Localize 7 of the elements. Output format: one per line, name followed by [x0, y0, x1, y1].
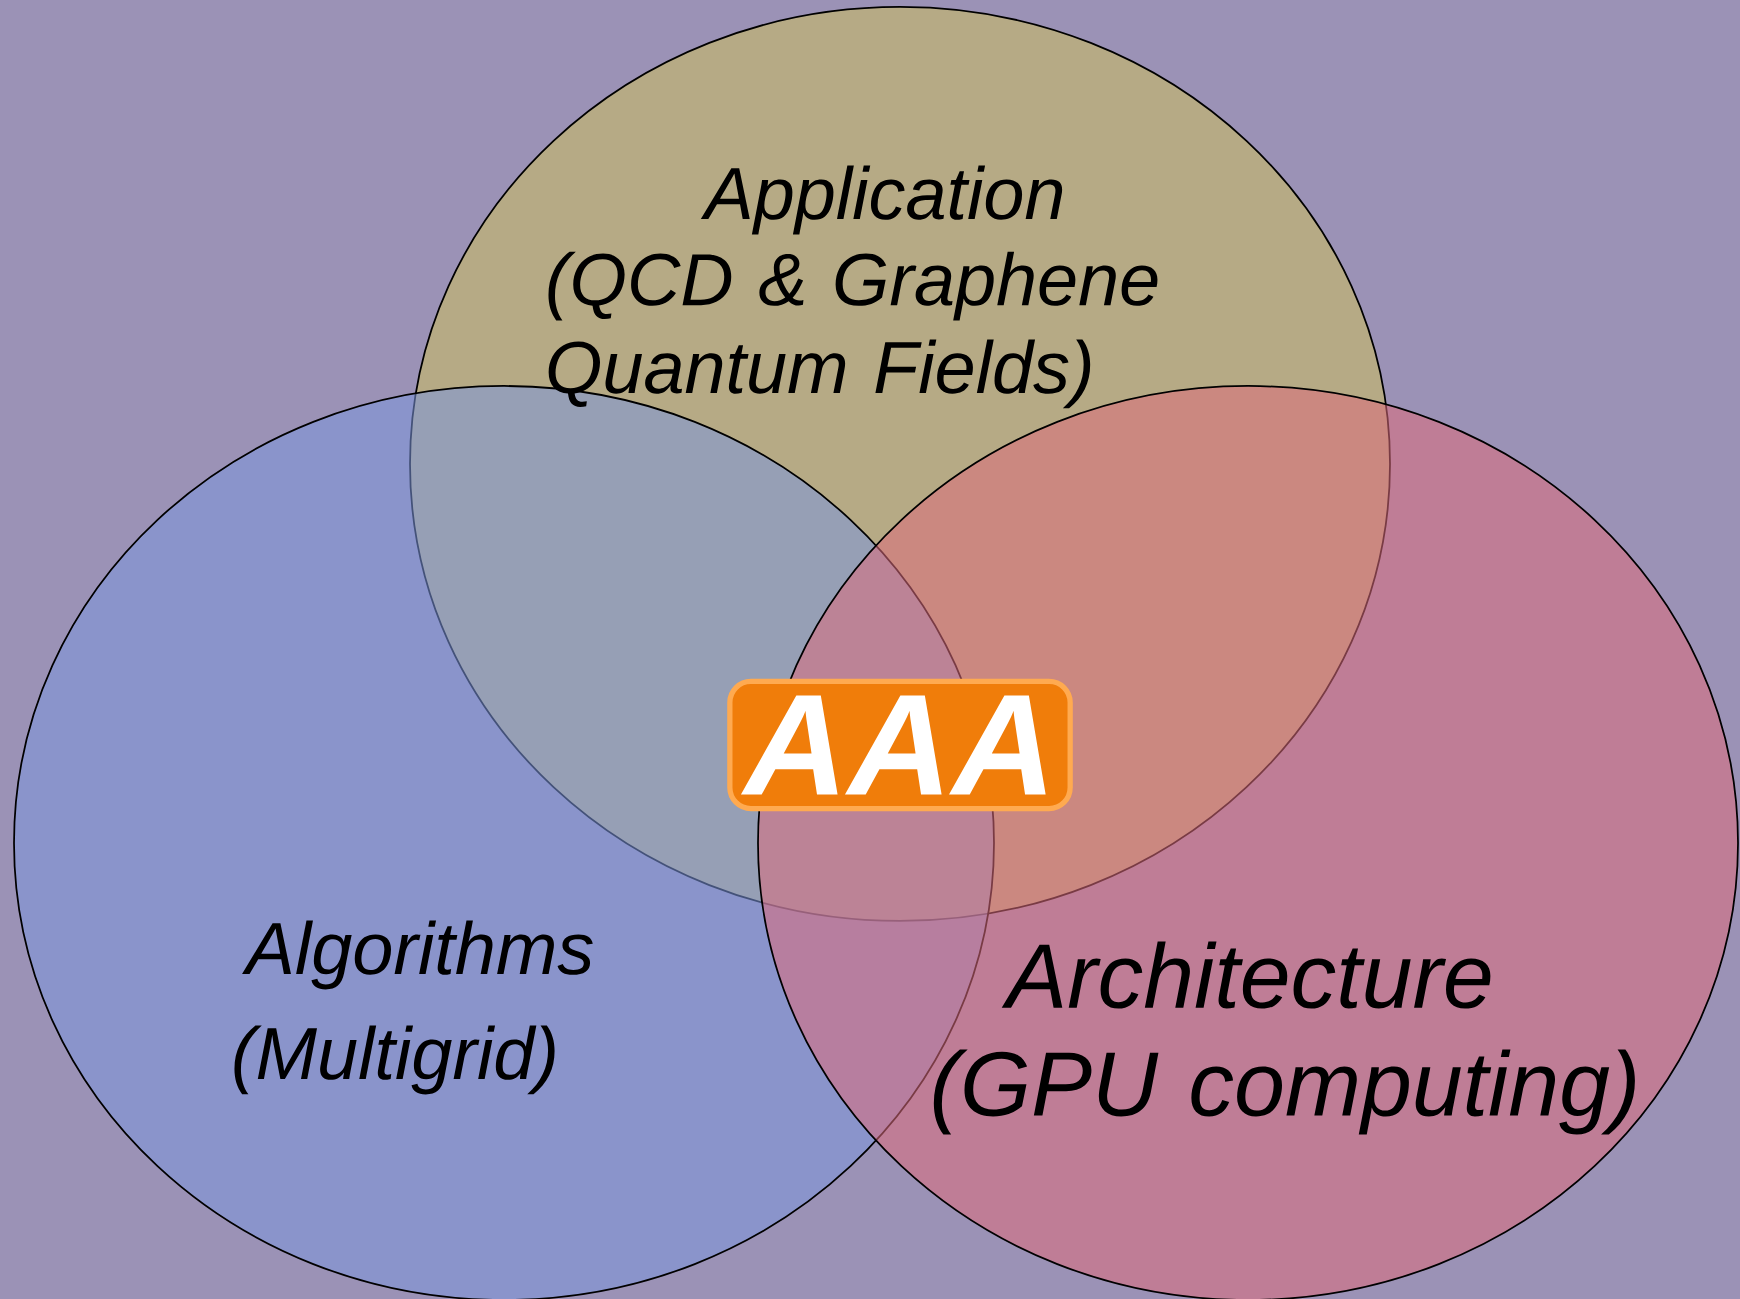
- circle-title: Algorithms: [242, 920, 593, 990]
- circle-title: Architecture: [1001, 941, 1491, 1009]
- circle-subtitle: (GPU computing): [933, 1049, 1635, 1135]
- circle-title: Application: [700, 165, 1063, 235]
- center-label: AAA: [727, 678, 1073, 812]
- circle-subtitle: (QCD & Graphene Quantum Fields): [548, 251, 1158, 409]
- circle-subtitle: (Multigrid): [234, 1025, 555, 1095]
